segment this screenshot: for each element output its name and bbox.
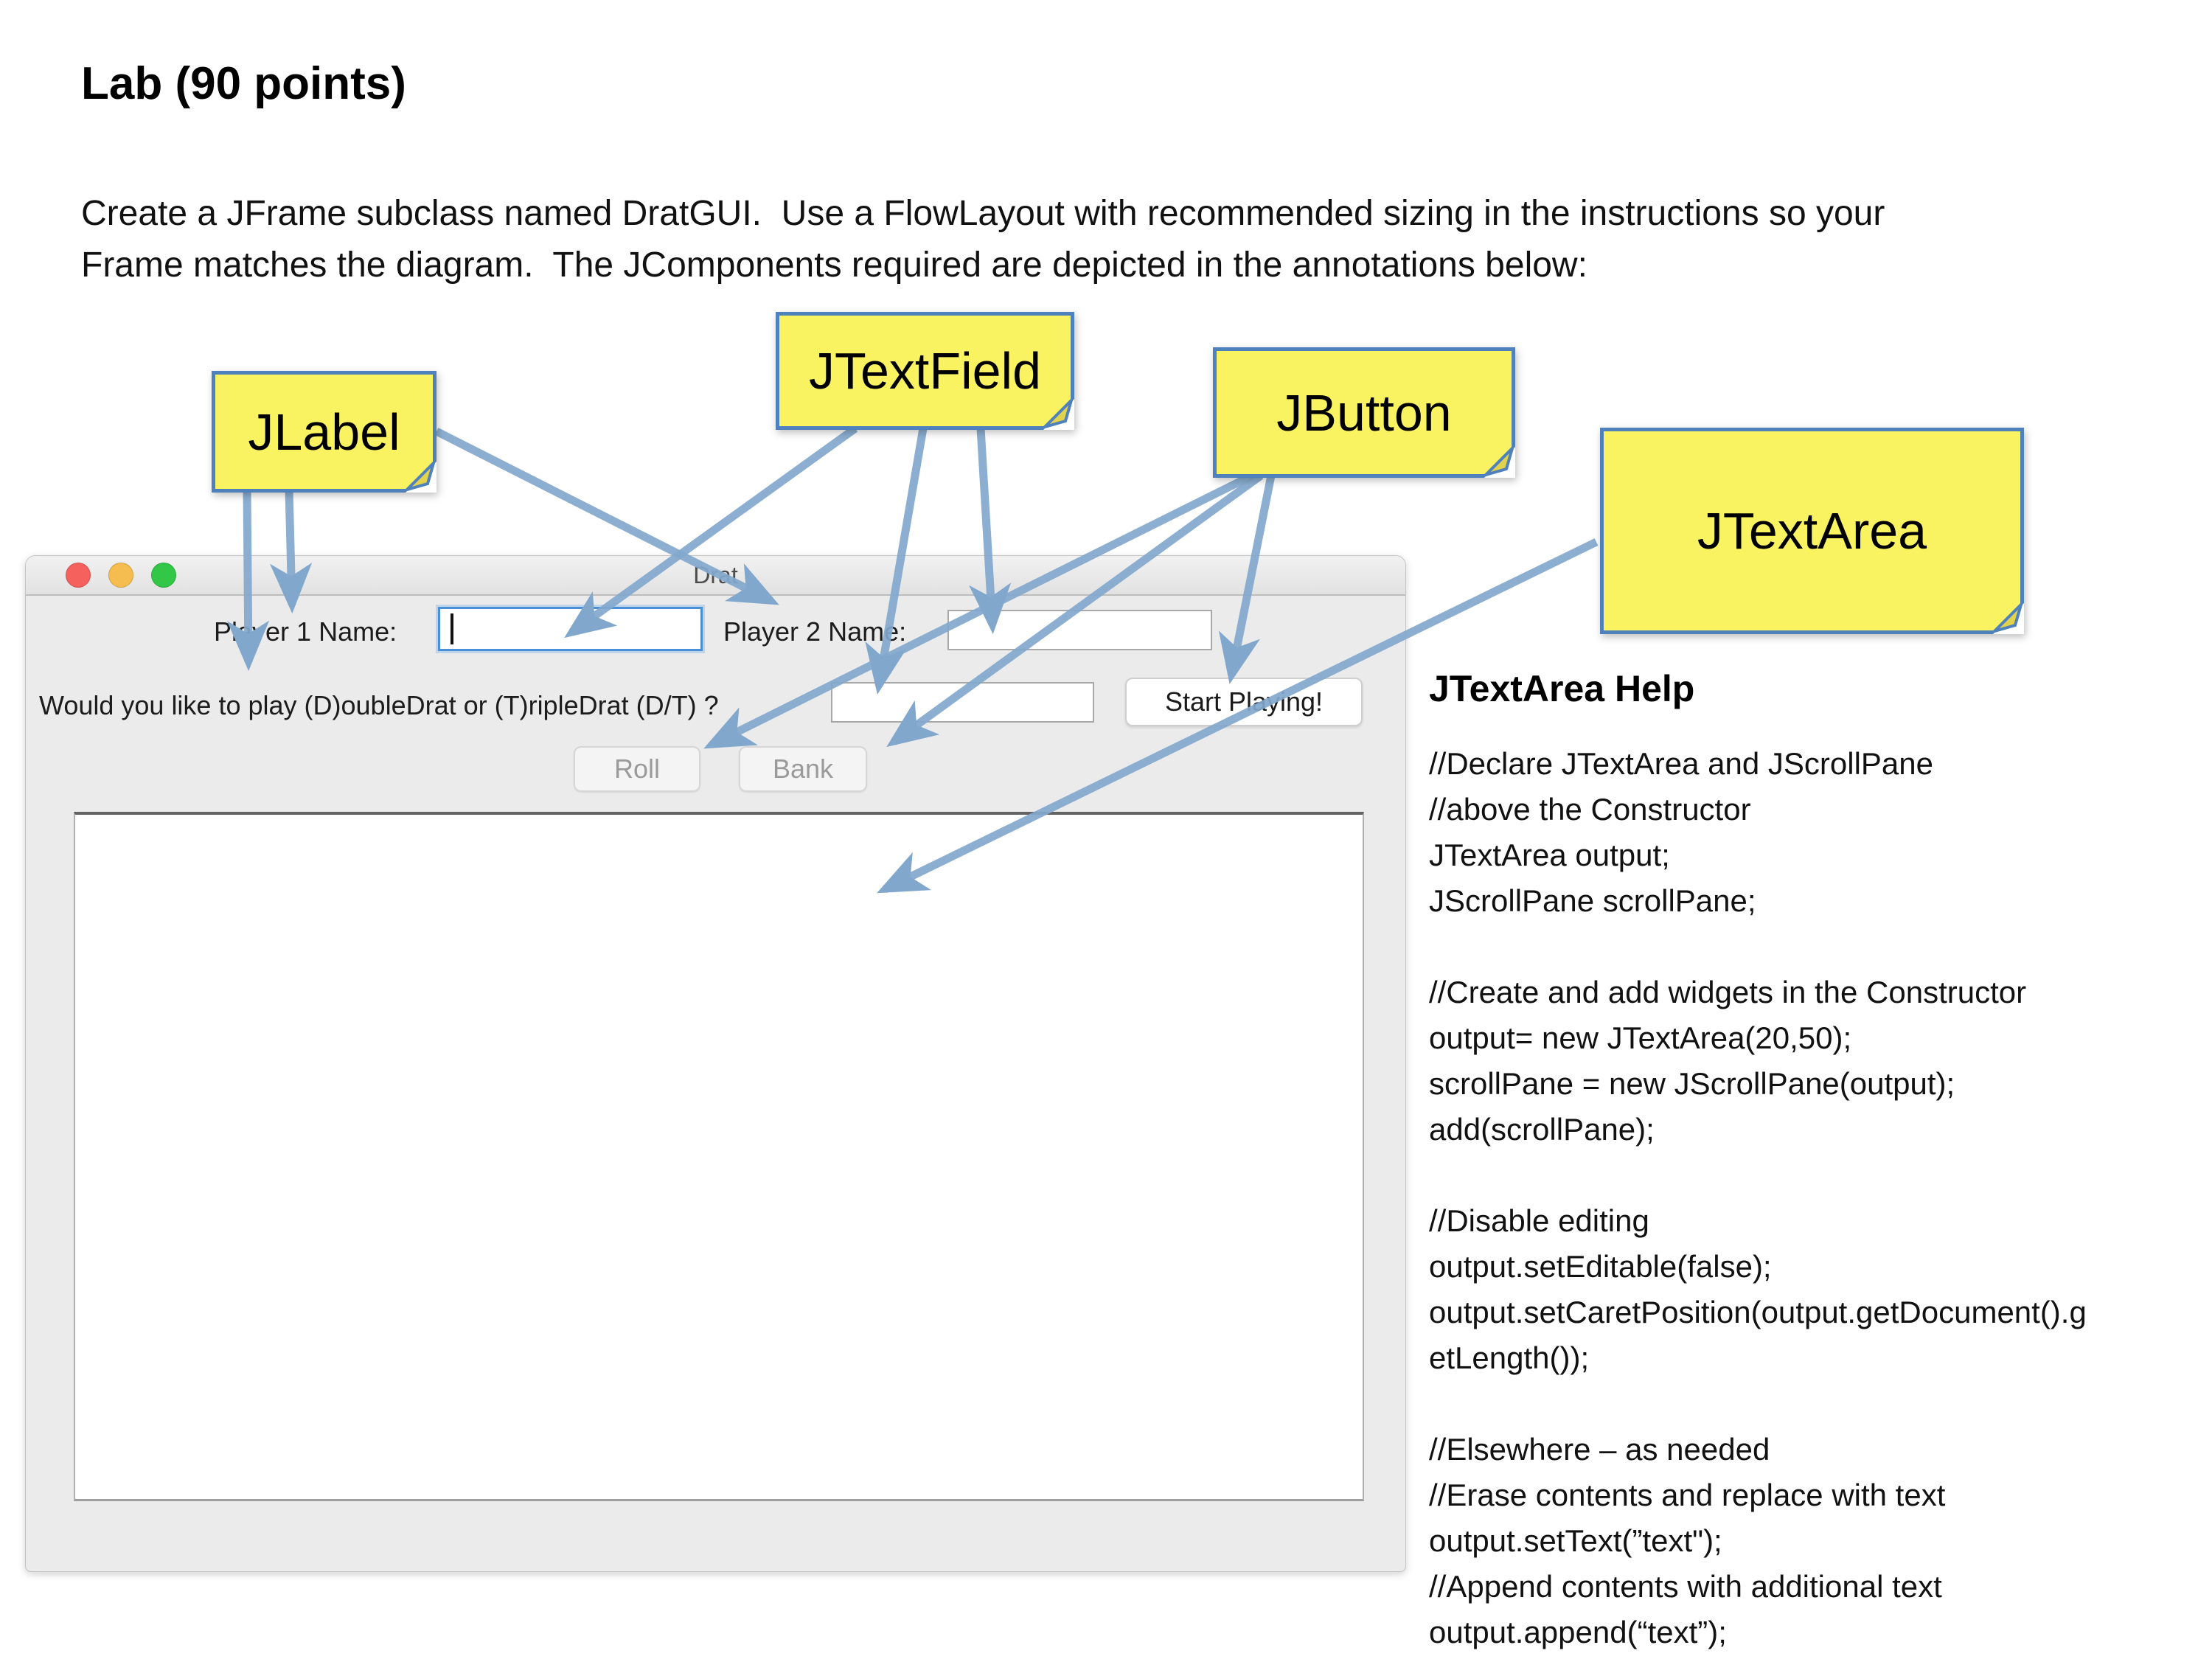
help-line: //above the Constructor <box>1429 792 1751 827</box>
help-line: JScrollPane scrollPane; <box>1429 883 1756 918</box>
help-line: //Elsewhere – as needed <box>1429 1432 1770 1467</box>
help-line <box>1429 924 2087 970</box>
player2-label: Player 2 Name: <box>723 616 907 647</box>
jtextfield-annotation-note: JTextField <box>776 312 1074 430</box>
player1-label: Player 1 Name: <box>214 616 397 647</box>
help-line <box>1429 1152 2087 1198</box>
drat-window: Drat Player 1 Name: Player 2 Name: Would… <box>25 555 1406 1572</box>
close-button[interactable] <box>66 563 91 588</box>
bank-button[interactable]: Bank <box>739 746 867 792</box>
help-line: add(scrollPane); <box>1429 1112 1655 1147</box>
zoom-button[interactable] <box>151 563 176 588</box>
output-textarea[interactable] <box>74 812 1364 1501</box>
help-line: output.append(“text”); <box>1429 1615 1727 1649</box>
roll-button[interactable]: Roll <box>574 746 700 792</box>
text-caret <box>451 613 453 644</box>
intro-line: Create a JFrame subclass named DratGUI. … <box>81 194 1885 233</box>
jtextarea-note-label: JTextArea <box>1697 502 1927 560</box>
intro-line: Frame matches the diagram. The JComponen… <box>81 246 1587 285</box>
help-line: //Disable editing <box>1429 1203 1649 1238</box>
help-line: output= new JTextArea(20,50); <box>1429 1020 1852 1055</box>
page-title: Lab (90 points) <box>81 58 406 109</box>
jbutton-note-label: JButton <box>1276 383 1452 442</box>
help-line <box>1429 1381 2087 1427</box>
jbutton-annotation-note: JButton <box>1213 347 1515 478</box>
intro-paragraph: Create a JFrame subclass named DratGUI. … <box>81 188 1885 291</box>
help-line: JTextArea output; <box>1429 838 1670 872</box>
help-line: //Erase contents and replace with text <box>1429 1478 1946 1512</box>
help-heading: JTextArea Help <box>1429 668 1695 709</box>
help-code-block: //Declare JTextArea and JScrollPane //abo… <box>1429 741 2087 1655</box>
help-line: scrollPane = new JScrollPane(output); <box>1429 1066 1955 1101</box>
folded-corner-icon <box>1040 395 1074 430</box>
jlabel-note-label: JLabel <box>248 403 400 461</box>
help-line: output.setCaretPosition(output.getDocume… <box>1429 1295 2087 1329</box>
help-line: //Create and add widgets in the Construc… <box>1429 975 2027 1009</box>
jtextarea-annotation-note: JTextArea <box>1600 428 2024 634</box>
folded-corner-icon <box>402 458 437 493</box>
player1-field[interactable] <box>438 607 703 651</box>
window-title: Drat <box>693 562 738 588</box>
mode-label: Would you like to play (D)oubleDrat or (… <box>39 690 719 720</box>
start-playing-button[interactable]: Start Playing! <box>1125 678 1363 726</box>
jlabel-annotation-note: JLabel <box>212 371 437 493</box>
help-line: output.setEditable(false); <box>1429 1249 1772 1284</box>
help-line: etLength()); <box>1429 1340 1590 1375</box>
window-titlebar[interactable]: Drat <box>26 556 1405 596</box>
folded-corner-icon <box>1481 443 1515 478</box>
minimize-button[interactable] <box>108 563 133 588</box>
player2-field[interactable] <box>947 610 1212 650</box>
help-line: //Declare JTextArea and JScrollPane <box>1429 746 1933 781</box>
folded-corner-icon <box>1989 599 2024 634</box>
jtextfield-note-label: JTextField <box>808 342 1042 400</box>
help-line: output.setText(”text"); <box>1429 1523 1722 1558</box>
mode-field[interactable] <box>831 682 1094 723</box>
help-line: //Append contents with additional text <box>1429 1569 1942 1604</box>
